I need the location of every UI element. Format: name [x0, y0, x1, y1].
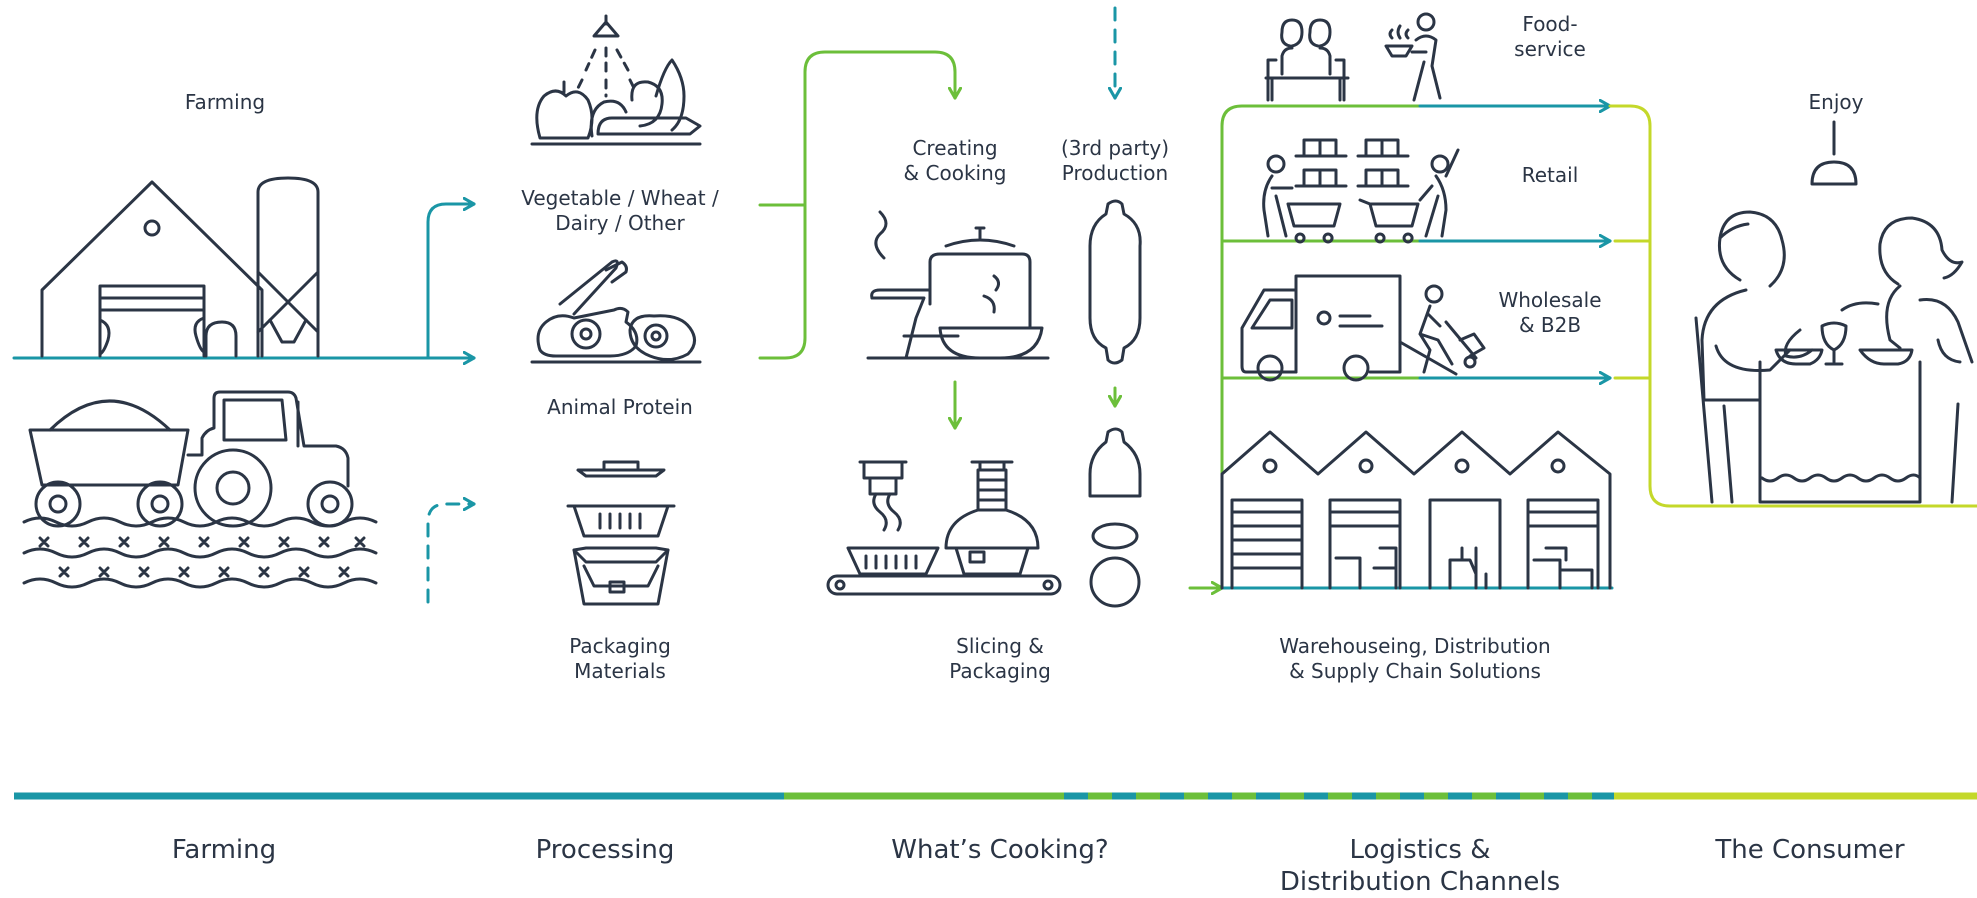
foodservice-people-icon [1264, 12, 1442, 102]
creating-cooking-label: Creating& Cooking [903, 136, 1007, 185]
retail-label: Retail [1521, 163, 1579, 187]
wholesale-label: Wholesale& B2B [1498, 288, 1602, 337]
sliced-sausage-icon [1088, 427, 1142, 608]
sausage-icon [1088, 199, 1142, 365]
diners-couple-icon [1696, 120, 1977, 502]
vegetable-label: Vegetable / Wheat /Dairy / Other [521, 186, 719, 235]
stage-label-processing: Processing [535, 835, 675, 865]
slicing-packaging-label: Slicing &Packaging [949, 634, 1051, 683]
packaging-trays-icon [566, 460, 676, 606]
third-party-production-label: (3rd party)Production [1060, 136, 1170, 185]
farm-barn-silo-icon [40, 176, 320, 358]
cooking-pots-icon [866, 210, 1050, 360]
flow-logistics-spine [1220, 104, 1422, 590]
warehouse-label: Warehouseing, Distribution& Supply Chain… [1279, 634, 1551, 683]
flow-lines [12, 6, 1977, 604]
enjoy-label: Enjoy [1808, 90, 1864, 114]
delivery-truck-icon [1240, 274, 1486, 382]
foodservice-label: Food-service [1514, 12, 1586, 61]
stage-label-consumer: The Consumer [1715, 835, 1905, 865]
flow-to-packaging [426, 504, 474, 604]
flow-farm-to-veg [426, 204, 474, 360]
warehouse-icon [1220, 430, 1612, 590]
flow-to-consumer [1608, 104, 1977, 508]
tractor-icon [22, 390, 378, 589]
animal-protein-label: Animal Protein [547, 395, 693, 419]
retail-shoppers-icon [1262, 138, 1460, 244]
stage-label-farming: Farming [171, 835, 277, 865]
farming-label: Farming [184, 90, 266, 114]
slicing-machine-icon [826, 460, 1062, 596]
vegetables-icon [530, 14, 702, 146]
meat-cuts-icon [530, 259, 702, 364]
stage-label-logistics: Logistics &Distribution Channels [1279, 835, 1561, 897]
flow-animal-to-cooking [758, 50, 955, 360]
stage-label-whats-cooking: What’s Cooking? [891, 835, 1109, 865]
